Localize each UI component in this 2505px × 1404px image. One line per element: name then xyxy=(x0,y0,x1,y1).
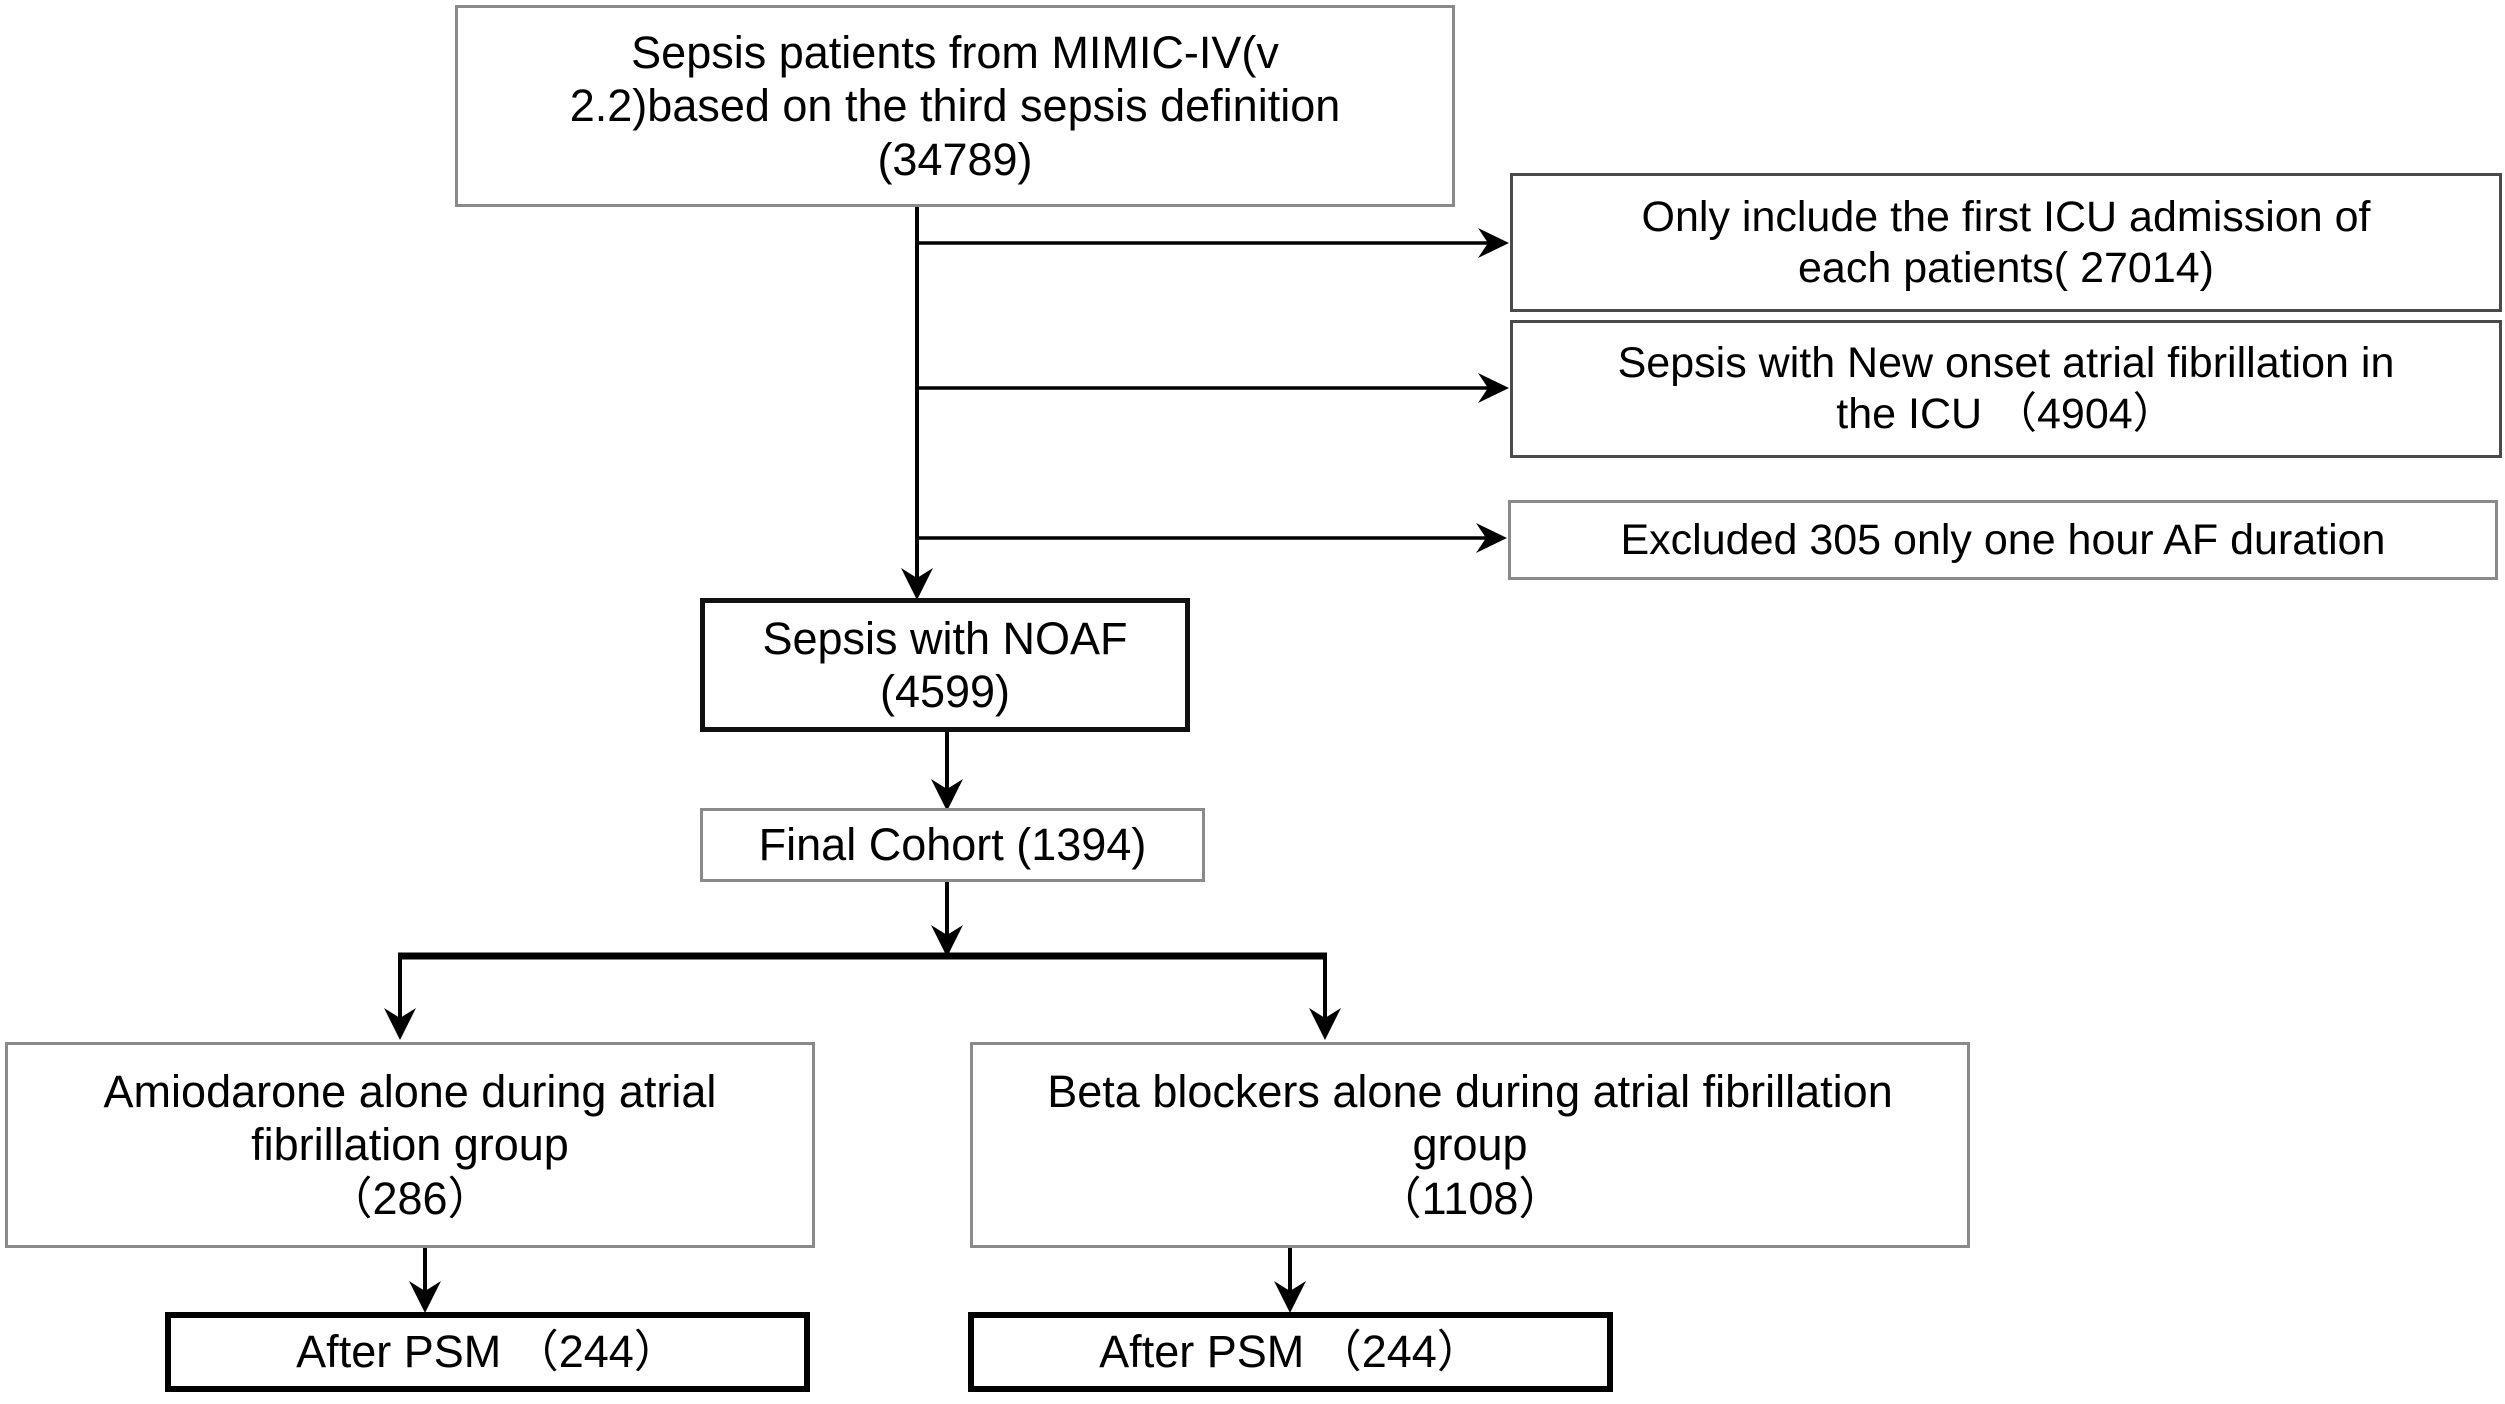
final-to-split-arrowhead xyxy=(931,925,963,957)
amiodarone-to-psm-arrowhead xyxy=(409,1281,441,1313)
branch-arrowhead-noaf-icu xyxy=(1478,373,1509,403)
branch-arrowhead-first-icu xyxy=(1478,228,1509,258)
node-after-psm-right-label: After PSM （244） xyxy=(1099,1326,1482,1378)
node-amiodarone-group: Amiodarone alone during atrial fibrillat… xyxy=(5,1042,815,1248)
node-source-cohort-label: Sepsis patients from MIMIC-IV(v 2.2)base… xyxy=(569,27,1341,185)
betablocker-to-psm-arrowhead xyxy=(1274,1281,1306,1313)
noaf-to-final-arrowhead xyxy=(931,779,963,811)
node-excluded-one-hour-af: Excluded 305 only one hour AF duration xyxy=(1508,500,2498,580)
node-first-icu-admission-label: Only include the first ICU admission of … xyxy=(1641,192,2371,292)
split-right-arrowhead xyxy=(1309,1008,1341,1040)
node-final-cohort-label: Final Cohort (1394) xyxy=(758,819,1147,871)
node-beta-blocker-group: Beta blockers alone during atrial fibril… xyxy=(970,1042,1970,1248)
node-after-psm-left: After PSM （244） xyxy=(165,1312,810,1392)
node-after-psm-left-label: After PSM （244） xyxy=(296,1326,679,1378)
node-final-cohort: Final Cohort (1394) xyxy=(700,808,1205,882)
node-amiodarone-group-label: Amiodarone alone during atrial fibrillat… xyxy=(103,1066,717,1224)
node-source-cohort: Sepsis patients from MIMIC-IV(v 2.2)base… xyxy=(455,5,1455,207)
node-first-icu-admission: Only include the first ICU admission of … xyxy=(1510,173,2502,312)
branch-arrowhead-excluded xyxy=(1476,523,1507,553)
node-sepsis-with-noaf-label: Sepsis with NOAF (4599) xyxy=(762,612,1128,717)
node-excluded-one-hour-af-label: Excluded 305 only one hour AF duration xyxy=(1620,515,2386,564)
node-sepsis-new-onset-af-label: Sepsis with New onset atrial fibrillatio… xyxy=(1617,339,2395,438)
node-beta-blocker-group-label: Beta blockers alone during atrial fibril… xyxy=(1047,1066,1893,1224)
split-left-arrowhead xyxy=(384,1008,416,1040)
trunk-arrowhead xyxy=(901,568,933,600)
node-after-psm-right: After PSM （244） xyxy=(968,1312,1613,1392)
node-sepsis-new-onset-af: Sepsis with New onset atrial fibrillatio… xyxy=(1510,320,2502,458)
node-sepsis-with-noaf: Sepsis with NOAF (4599) xyxy=(700,598,1190,732)
